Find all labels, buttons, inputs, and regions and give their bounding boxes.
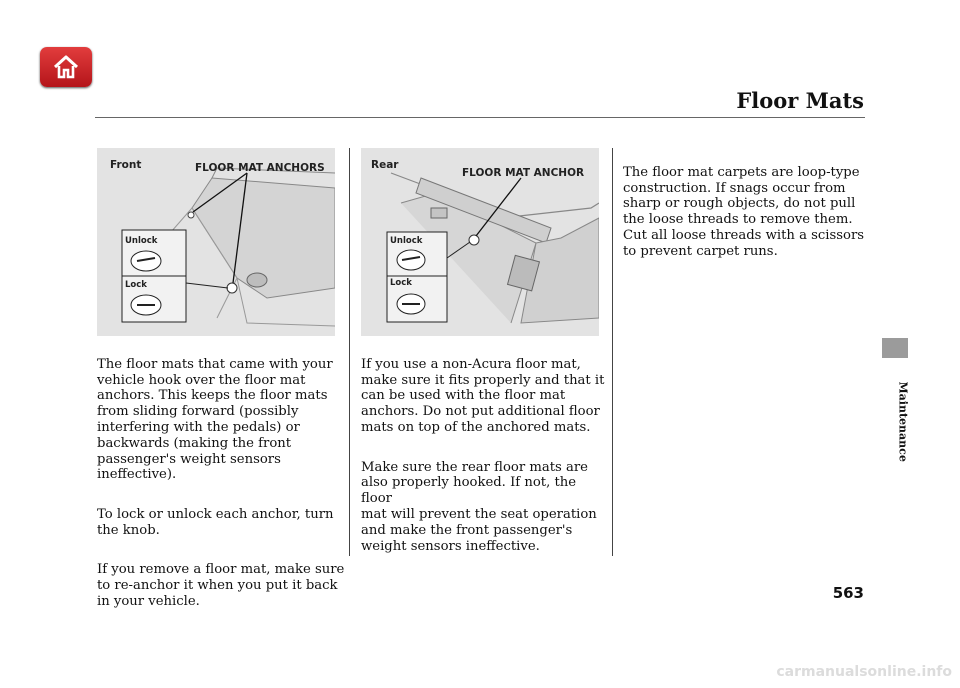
column-divider (349, 148, 350, 556)
header-rule (95, 117, 865, 118)
front-unlock-label: Unlock (125, 236, 158, 246)
paragraph: To lock or unlock each anchor, turn the … (97, 506, 334, 538)
page-title: Floor Mats (736, 88, 864, 113)
column-3: The floor mat carpets are loop-type cons… (623, 149, 868, 283)
page-number: 563 (832, 584, 864, 602)
rear-anchor-illustration (386, 172, 599, 324)
section-tab-marker[interactable] (882, 338, 908, 358)
rear-lock-label: Lock (390, 278, 412, 288)
paragraph: If you use a non-Acura floor mat, make s… (361, 356, 605, 435)
front-lock-label: Lock (125, 280, 147, 290)
paragraph: If you remove a floor mat, make sure to … (97, 562, 345, 609)
paragraph: The floor mat carpets are loop-type cons… (623, 164, 865, 259)
front-anchor-label: FLOOR MAT ANCHORS (195, 162, 325, 174)
column-divider (612, 148, 613, 556)
front-anchor-figure: Front FLOOR MAT ANCHORS Unlock Lock (97, 148, 335, 336)
rear-anchor-label: FLOOR MAT ANCHOR (462, 167, 585, 179)
rear-unlock-label: Unlock (390, 236, 423, 246)
paragraph: The floor mats that came with your vehic… (97, 356, 333, 483)
section-label[interactable]: Maintenance (896, 381, 910, 462)
column-2: If you use a non-Acura floor mat, make s… (361, 341, 611, 578)
home-icon (53, 55, 79, 79)
paragraph: Make sure the rear floor mats are also p… (361, 459, 597, 554)
front-anchor-illustration (121, 167, 335, 327)
column-1: The floor mats that came with your vehic… (97, 341, 345, 634)
front-view-label: Front (110, 159, 142, 171)
rear-view-label: Rear (371, 159, 399, 171)
home-button[interactable] (40, 47, 92, 87)
rear-anchor-figure: Rear FLOOR MAT ANCHOR Unlock Lock (361, 148, 599, 336)
watermark: carmanualsonline.info (776, 664, 952, 680)
